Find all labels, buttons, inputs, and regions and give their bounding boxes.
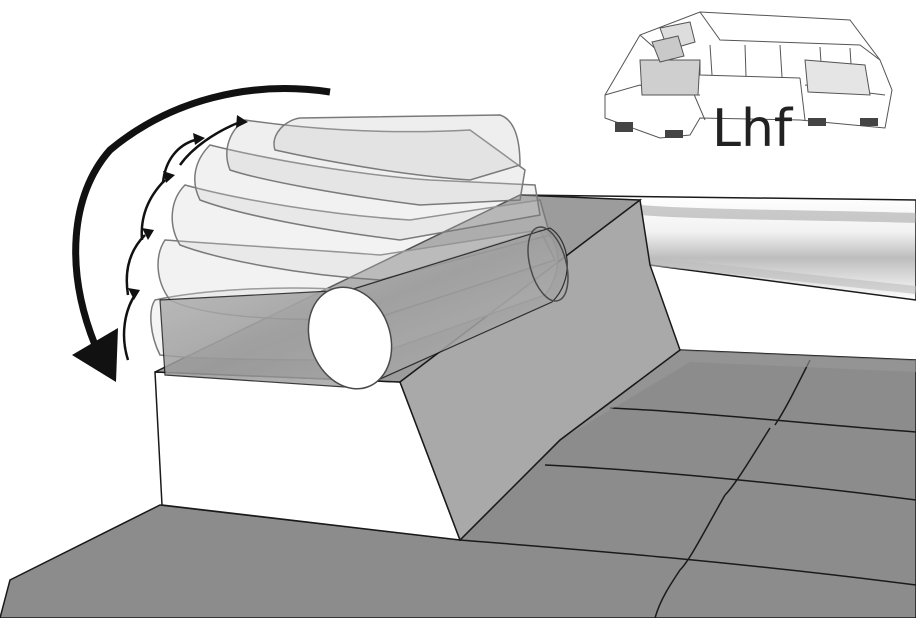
headrest-roll <box>159 226 569 390</box>
cushion-seam <box>654 494 726 618</box>
arrowhead-icon <box>128 288 140 300</box>
cushion-seam <box>609 407 916 433</box>
arrowhead-icon <box>72 328 118 382</box>
cushion-seam <box>774 359 811 426</box>
headrest-end-cap <box>307 286 393 390</box>
diagram-label: Lhf <box>712 99 794 159</box>
cushion-seam <box>459 539 916 586</box>
arrowhead-icon <box>163 171 175 183</box>
cushion-seam <box>724 427 771 496</box>
cushion-seam <box>544 464 916 501</box>
arrowhead-icon <box>193 133 205 145</box>
arrowhead-icon <box>236 115 248 128</box>
rotation-arrows <box>72 85 331 382</box>
sofa-thumbnail <box>604 11 893 139</box>
arrowhead-icon <box>142 228 154 240</box>
armrest-slope <box>399 198 681 542</box>
large-rotation-arrow <box>72 85 331 347</box>
